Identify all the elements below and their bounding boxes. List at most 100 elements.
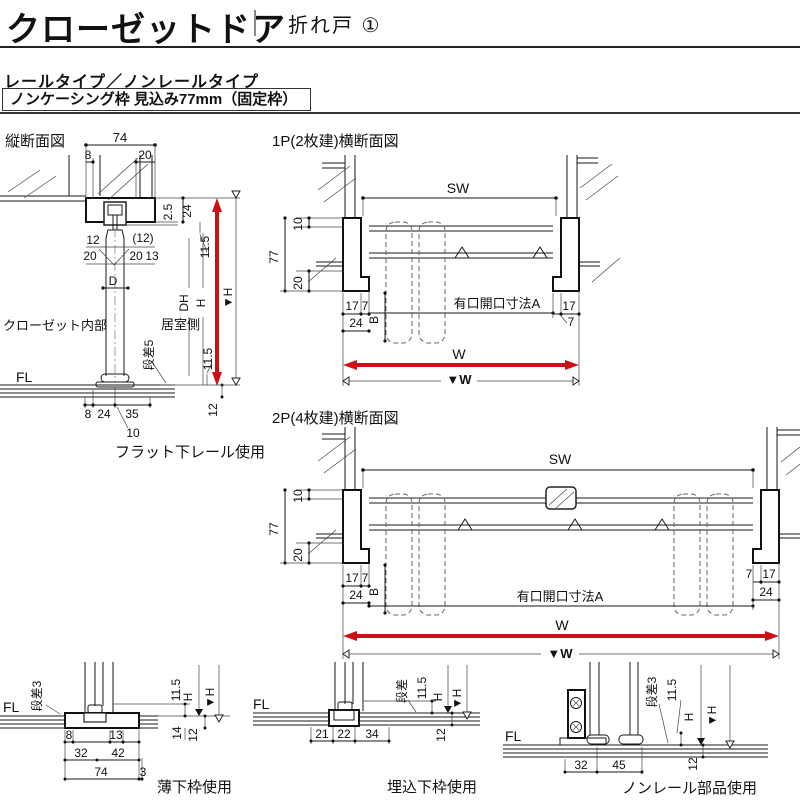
dim-d3-32: 32 [574,758,588,772]
detail2-caption: 埋込下枠使用 [387,779,477,796]
hanger-roller [107,204,123,216]
detail3-caption: ノンレール部品使用 [622,780,757,797]
center-pivot-bracket [545,486,577,510]
dim-a-13: 13 [145,249,159,263]
dim-a-24b: 24 [97,407,111,421]
dim-c-7L: 7 [362,571,369,585]
vertical-section-drawing [0,143,241,429]
dim-a-20a: 20 [83,249,97,263]
label-room-side: 居室側 [161,317,200,332]
dim-b-SW: SW [447,180,470,196]
dim-d1-VH: ▼H [203,688,217,709]
dim-c-B: B [367,588,381,596]
dim-b-10: 10 [291,217,305,231]
dim-c-W: W [555,617,569,633]
bottom-roller [87,704,103,714]
dim-a-10: 10 [126,426,140,440]
detail-embedded-sill [253,662,480,744]
vertical-section-caption: フラット下レール使用 [115,444,265,461]
dim-a-24: 24 [180,204,194,218]
2p-section-title: 2P(4枚建)横断面図 [272,410,399,427]
dim-c-17L: 17 [345,571,359,585]
detail1-caption: 薄下枠使用 [157,779,232,796]
dim-d1-3: 3 [140,765,147,779]
pivot-socket [586,734,610,745]
page-subtitle: 折れ戸 ① [288,15,382,37]
dim-d1-11-5: 11.5 [169,678,183,701]
dim-d1-8: 8 [66,728,73,742]
folded-leaf [385,221,413,344]
dim-d3-45: 45 [612,758,626,772]
dim-d3-H: H [682,713,696,722]
dim-a-20-top: 20 [138,148,152,162]
dim-a-11-5-lower: 11.5 [201,347,215,370]
dim-b-openingA: 有口開口寸法A [454,296,541,311]
dim-b-77: 77 [267,250,281,264]
dim-b-24L: 24 [349,316,363,330]
dim-d3-12: 12 [686,757,700,771]
rail-type-label: レールタイプ／ノンレールタイプ [4,74,260,91]
dim-b-20: 20 [291,276,305,290]
dim-b-17R: 17 [562,299,576,313]
dim-a-D: D [109,274,118,288]
dim-d3-11-5: 11.5 [665,678,679,701]
dim-d3-VH: ▼H [705,706,719,727]
page-title: クローゼットドア [6,11,286,49]
title-divider [254,10,256,36]
drawing-labels: 縦断面図 1P(2枚建)横断面図 2P(4枚建)横断面図フラット下レール使用薄下枠使… [3,130,776,797]
rail-channel [103,201,127,226]
dim-d1-13: 13 [109,728,123,742]
dim-a-20b: 20 [129,249,143,263]
dim-c-SW: SW [549,451,572,467]
screw-icon [570,697,582,709]
dim-d1-74: 74 [94,765,108,779]
dim-d1-42: 42 [111,746,125,760]
dim-d2-21: 21 [315,727,329,741]
label-closet-interior: クローゼット内部 [3,318,107,333]
cross-section-2p [280,427,800,659]
dim-d1-14: 14 [170,726,184,740]
bottom-roller [337,701,353,711]
vertical-section-title: 縦断面図 [5,133,65,150]
dim-d3-step3: 段差3 [644,676,659,707]
dim-a-12-floor: 12 [206,403,220,417]
dim-d2-11-5: 11.5 [415,676,429,699]
dim-a-8: 8 [85,148,92,162]
guide-socket [618,734,644,745]
1p-section-title: 1P(2枚建)横断面図 [272,133,399,150]
frame-spec-box: ノンケーシング枠 見込み77mm（固定枠） [2,88,311,111]
right-jamb [552,217,580,292]
dim-d1-step3: 段差3 [29,680,44,711]
dim-d2-step: 段差 [394,679,409,703]
detail-nonrail [503,662,768,774]
dim-b-7L: 7 [362,299,369,313]
dim-a-H: H [194,299,208,308]
dim-d1-32: 32 [74,746,88,760]
dim-a-11-5-upper: 11.5 [198,235,212,258]
dim-c-24L: 24 [349,588,363,602]
dim-d2-34: 34 [365,727,379,741]
dim-c-20: 20 [291,548,305,562]
dim-c-10: 10 [291,489,305,503]
height-dimension-arrow [212,198,222,386]
dim-b-17L: 17 [345,299,359,313]
dim-a-74: 74 [113,130,127,145]
header-rule [0,46,800,48]
folded-leaf [673,493,701,616]
label-step5: 段差5 [141,339,156,370]
screw-icon [570,721,582,733]
dim-c-24R: 24 [759,585,773,599]
dim-a-12: 12 [86,233,100,247]
dim-b-7R: 7 [568,315,575,329]
dim-a-8b: 8 [85,407,92,421]
dim-c-17R: 17 [762,567,776,581]
section-rule [0,112,800,114]
dim-a-12p: (12) [132,231,153,245]
left-jamb [342,217,370,292]
dim-c-VW: ▼W [547,646,573,661]
folded-leaf [385,493,413,616]
dim-a-VH: ▼H [221,288,235,309]
dim-a-2-5: 2.5 [161,203,175,220]
